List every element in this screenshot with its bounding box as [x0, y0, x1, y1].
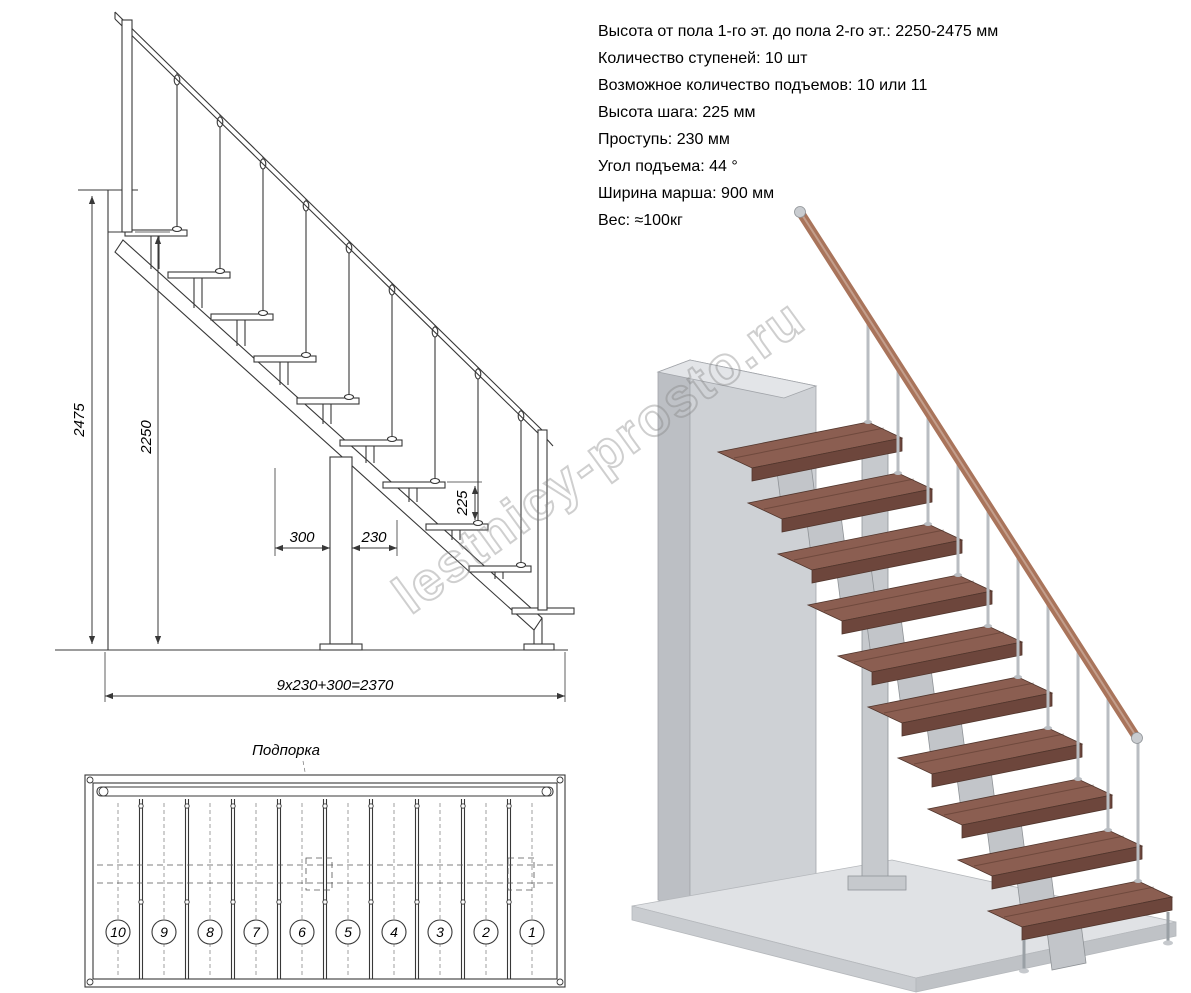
- specs-panel: Высота от пола 1-го эт. до пола 2-го эт.…: [598, 18, 1183, 234]
- support-post: [319, 456, 363, 651]
- step-number: 6: [298, 924, 306, 940]
- plan-stringer-hidden: [97, 857, 553, 891]
- step-brackets: [150, 236, 504, 579]
- base-platform: [631, 859, 1177, 993]
- elevation-drawing: 2475 2250 225 300 230 9x230+300=2370: [55, 11, 575, 702]
- spec-line: Вес: ≈100кг: [598, 212, 683, 229]
- iso-handrail: [794, 206, 1143, 744]
- end-post: [537, 429, 548, 611]
- plan-outline: [84, 774, 566, 988]
- dim-tread-depth: 230: [360, 529, 387, 546]
- dim-step-rise: 225: [454, 490, 471, 517]
- support-label: Подпорка: [252, 742, 320, 759]
- spec-line: Ширина марша: 900 мм: [598, 185, 775, 202]
- floor-and-wall: [55, 189, 568, 651]
- stringer: [114, 239, 555, 651]
- step-number: 7: [252, 924, 261, 940]
- plan-step-numbers: 10 9 8 7 6 5 4 3 2 1: [105, 919, 545, 945]
- step-number: 10: [110, 924, 126, 940]
- step-number: 1: [528, 924, 536, 940]
- dimensions: 2475 2250 225 300 230 9x230+300=2370: [71, 196, 566, 702]
- plan-handrail: [96, 786, 554, 797]
- plan-screws: [86, 776, 564, 986]
- step-number: 8: [206, 924, 214, 940]
- treads: [124, 229, 575, 615]
- step-number: 3: [436, 924, 444, 940]
- bottom-tread-legs: [1019, 912, 1173, 974]
- spec-line: Высота шага: 225 мм: [598, 104, 756, 121]
- iso-render: [631, 206, 1177, 993]
- wood-treads: [716, 421, 1174, 941]
- baluster-bases: [171, 225, 527, 569]
- spec-line: Проступь: 230 мм: [598, 131, 730, 148]
- dim-total-height: 2475: [71, 403, 88, 438]
- spec-line: Угол подъема: 44 °: [598, 158, 738, 175]
- spec-line: Количество ступеней: 10 шт: [598, 50, 808, 67]
- iso-balusters: [864, 316, 1142, 883]
- dim-run-start: 300: [289, 529, 315, 546]
- handrail: [114, 11, 554, 611]
- rail-cap-top: [794, 206, 806, 218]
- plan-drawing: Подпорка 10: [84, 742, 566, 988]
- step-number: 9: [160, 924, 168, 940]
- step-number: 5: [344, 924, 352, 940]
- step-number: 4: [390, 924, 398, 940]
- top-post: [121, 19, 133, 233]
- spec-line: Возможное количество подъемов: 10 или 11: [598, 77, 928, 94]
- step-number: 2: [481, 924, 490, 940]
- spec-line: Высота от пола 1-го эт. до пола 2-го эт.…: [598, 23, 999, 40]
- plan-step-dividers: [117, 799, 533, 979]
- rail-cap-bottom: [1131, 732, 1143, 744]
- dim-total-run: 9x230+300=2370: [277, 677, 394, 694]
- dim-floor-height: 2250: [138, 420, 155, 455]
